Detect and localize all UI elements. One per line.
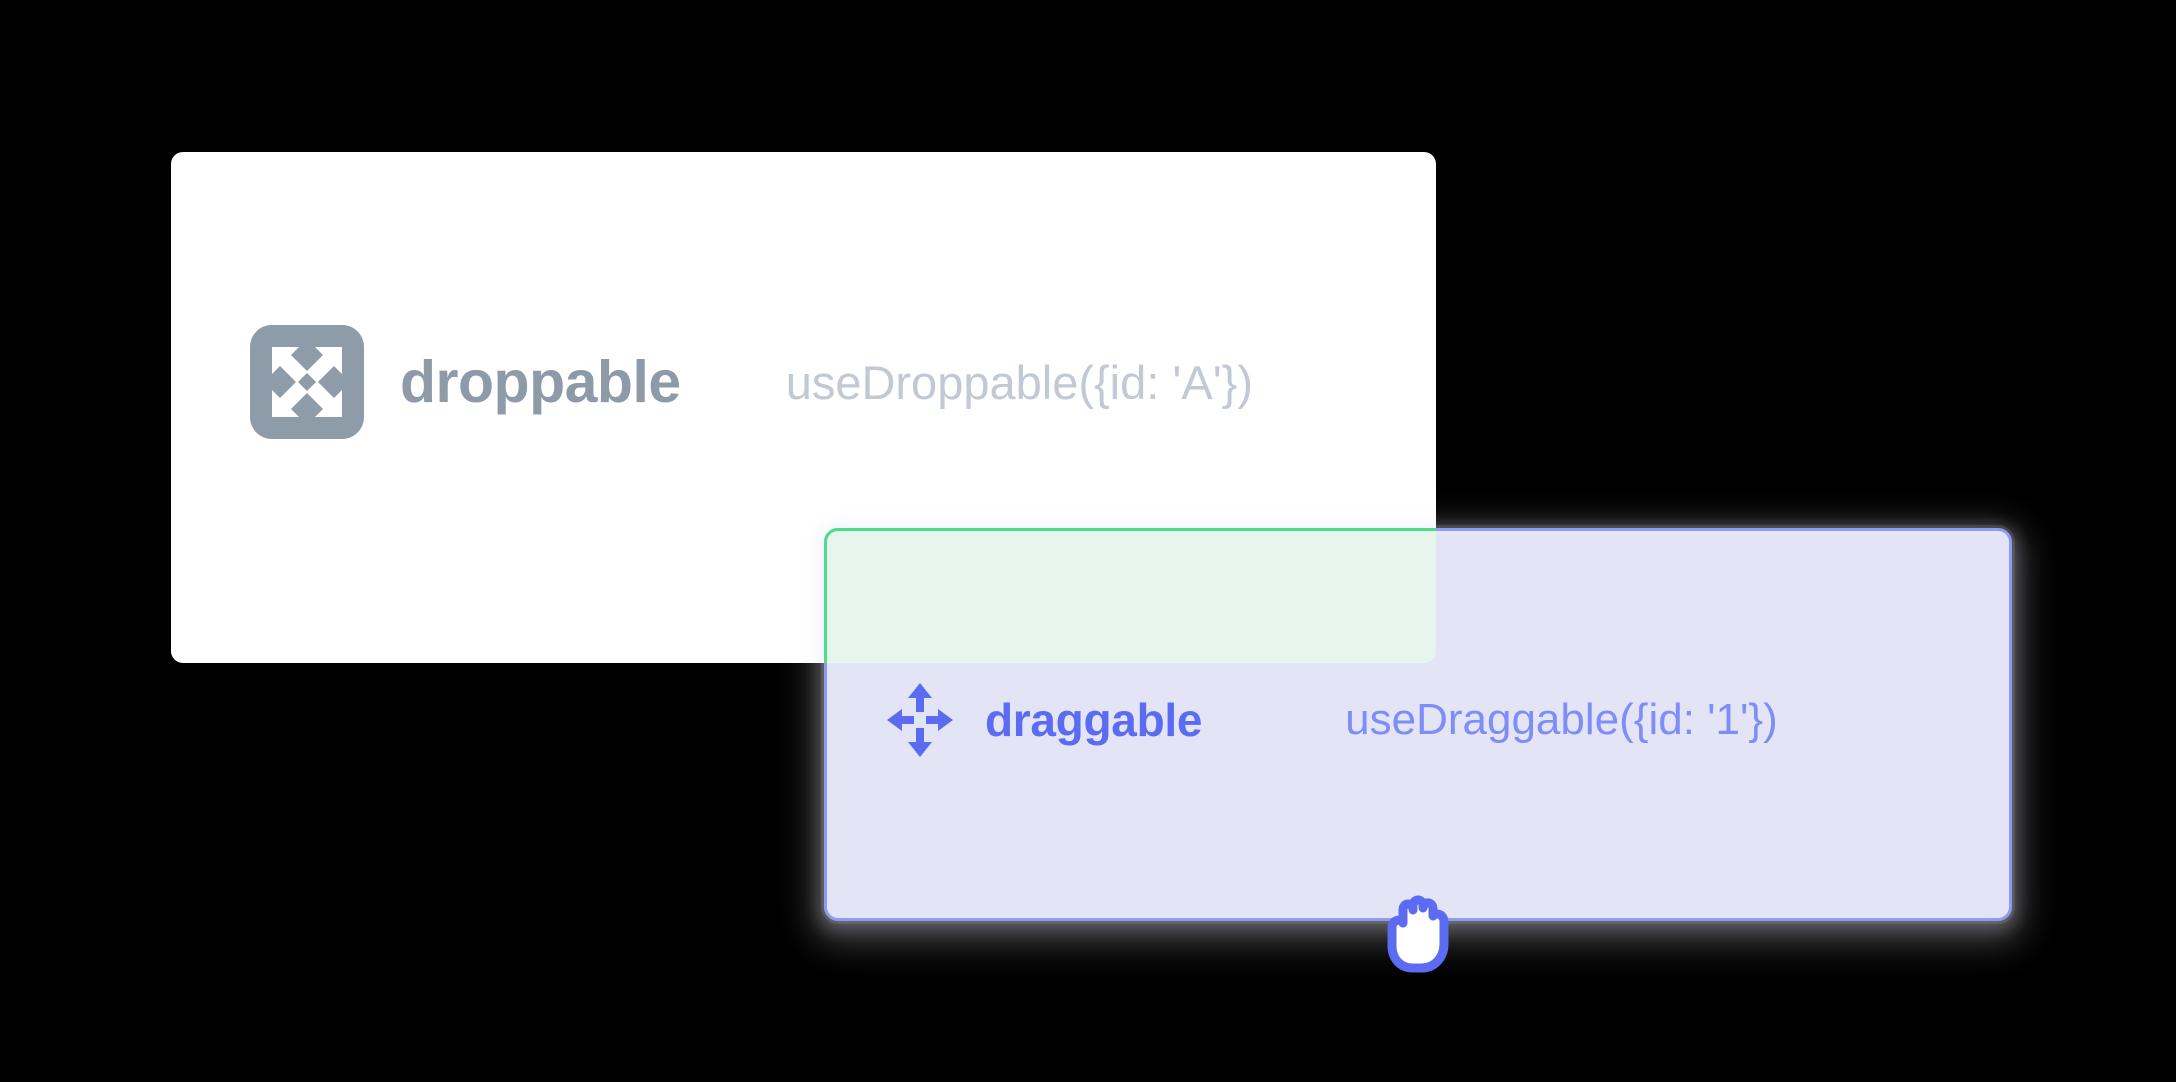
move-arrows-icon [887, 683, 953, 757]
droppable-card[interactable]: droppable useDroppable({id: 'A'}) [171, 152, 1436, 663]
draggable-row: draggable useDraggable({id: '1'}) [887, 683, 1778, 757]
droppable-code-snippet: useDroppable({id: 'A'}) [785, 355, 1254, 409]
droppable-label: droppable [400, 348, 681, 415]
draggable-code-snippet: useDraggable({id: '1'}) [1345, 695, 1778, 744]
draggable-label: draggable [985, 694, 1203, 746]
droppable-row: droppable useDroppable({id: 'A'}) [250, 325, 1253, 439]
expand-arrows-icon [250, 325, 364, 439]
draggable-card[interactable]: draggable useDraggable({id: '1'}) [824, 528, 2012, 921]
grabbing-hand-cursor [1387, 895, 1449, 973]
